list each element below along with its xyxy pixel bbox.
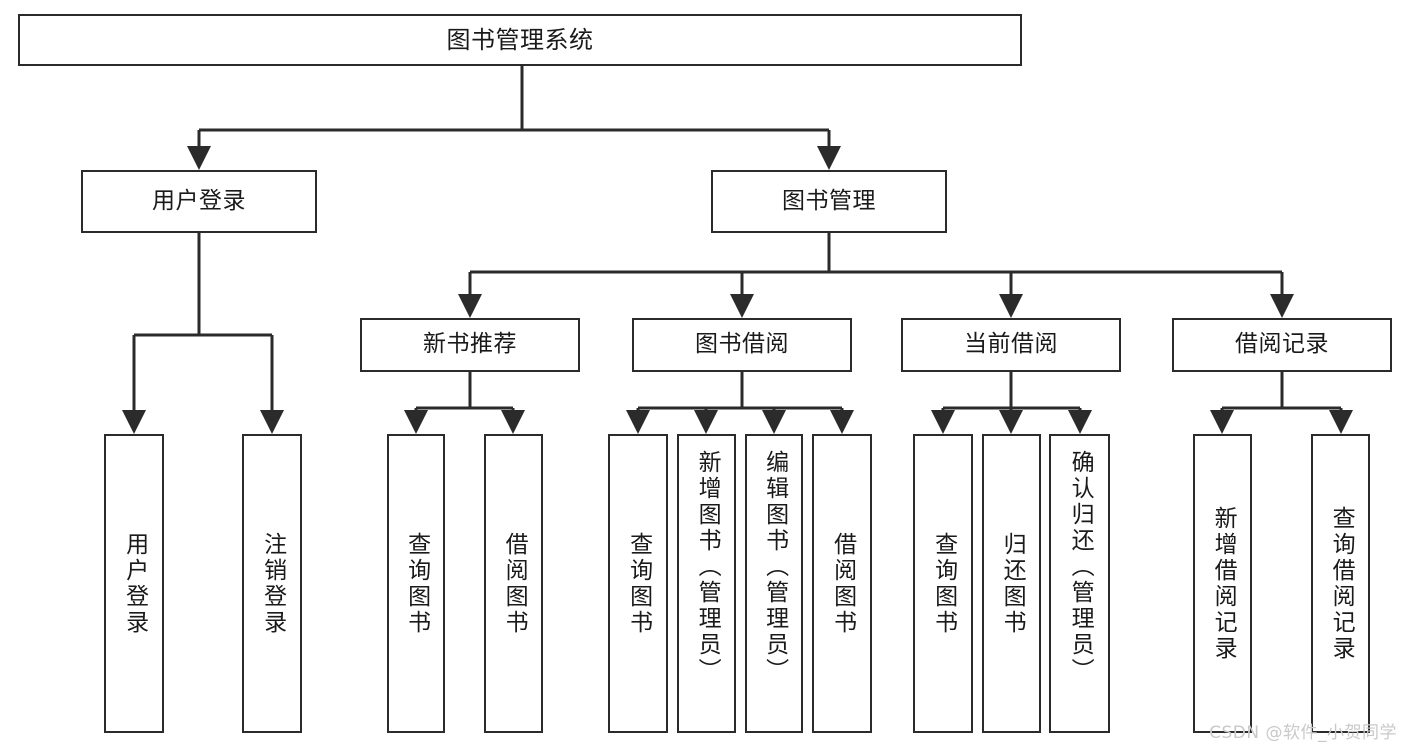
node-book-borrow[interactable]: 图书借阅 <box>632 318 852 372</box>
leaf-confirm-return-admin[interactable]: 确认归还（管理员） <box>1049 434 1110 733</box>
leaf-add-borrow-record[interactable]: 新增借阅记录 <box>1193 434 1252 733</box>
leaf-label: 查询借阅记录 <box>1328 505 1355 662</box>
leaf-label: 新增借阅记录 <box>1210 505 1237 662</box>
node-borrow-record[interactable]: 借阅记录 <box>1172 318 1392 372</box>
leaf-user-login[interactable]: 用户登录 <box>104 434 164 733</box>
leaf-borrow-book-nbr[interactable]: 借阅图书 <box>484 434 543 733</box>
leaf-label: 编辑图书（管理员） <box>761 450 788 684</box>
leaf-borrow-book-bb[interactable]: 借阅图书 <box>812 434 872 733</box>
leaf-query-borrow-record[interactable]: 查询借阅记录 <box>1311 434 1370 733</box>
leaf-query-book-bb[interactable]: 查询图书 <box>608 434 668 733</box>
leaf-edit-book-admin[interactable]: 编辑图书（管理员） <box>745 434 803 733</box>
leaf-return-book[interactable]: 归还图书 <box>982 434 1041 733</box>
leaf-label: 用户登录 <box>121 531 148 636</box>
node-new-book-recommend[interactable]: 新书推荐 <box>360 318 580 372</box>
node-root[interactable]: 图书管理系统 <box>18 14 1022 66</box>
leaf-label: 借阅图书 <box>501 531 528 636</box>
csdn-watermark: CSDN @软件_小贺同学 <box>1209 723 1397 743</box>
leaf-label: 注销登录 <box>259 531 286 636</box>
node-book-manage[interactable]: 图书管理 <box>711 170 947 233</box>
node-current-borrow[interactable]: 当前借阅 <box>901 318 1121 372</box>
leaf-user-logout[interactable]: 注销登录 <box>242 434 302 733</box>
leaf-label: 新增图书（管理员） <box>694 450 721 684</box>
leaf-label: 确认归还（管理员） <box>1067 450 1094 684</box>
leaf-label: 归还图书 <box>999 531 1026 636</box>
leaf-query-book-nbr[interactable]: 查询图书 <box>387 434 445 733</box>
leaf-label: 查询图书 <box>930 531 957 636</box>
leaf-label: 借阅图书 <box>829 531 856 636</box>
leaf-label: 查询图书 <box>403 531 430 636</box>
leaf-query-book-cb[interactable]: 查询图书 <box>913 434 973 733</box>
leaf-add-book-admin[interactable]: 新增图书（管理员） <box>677 434 736 733</box>
node-user-login[interactable]: 用户登录 <box>81 170 317 233</box>
leaf-label: 查询图书 <box>625 531 652 636</box>
